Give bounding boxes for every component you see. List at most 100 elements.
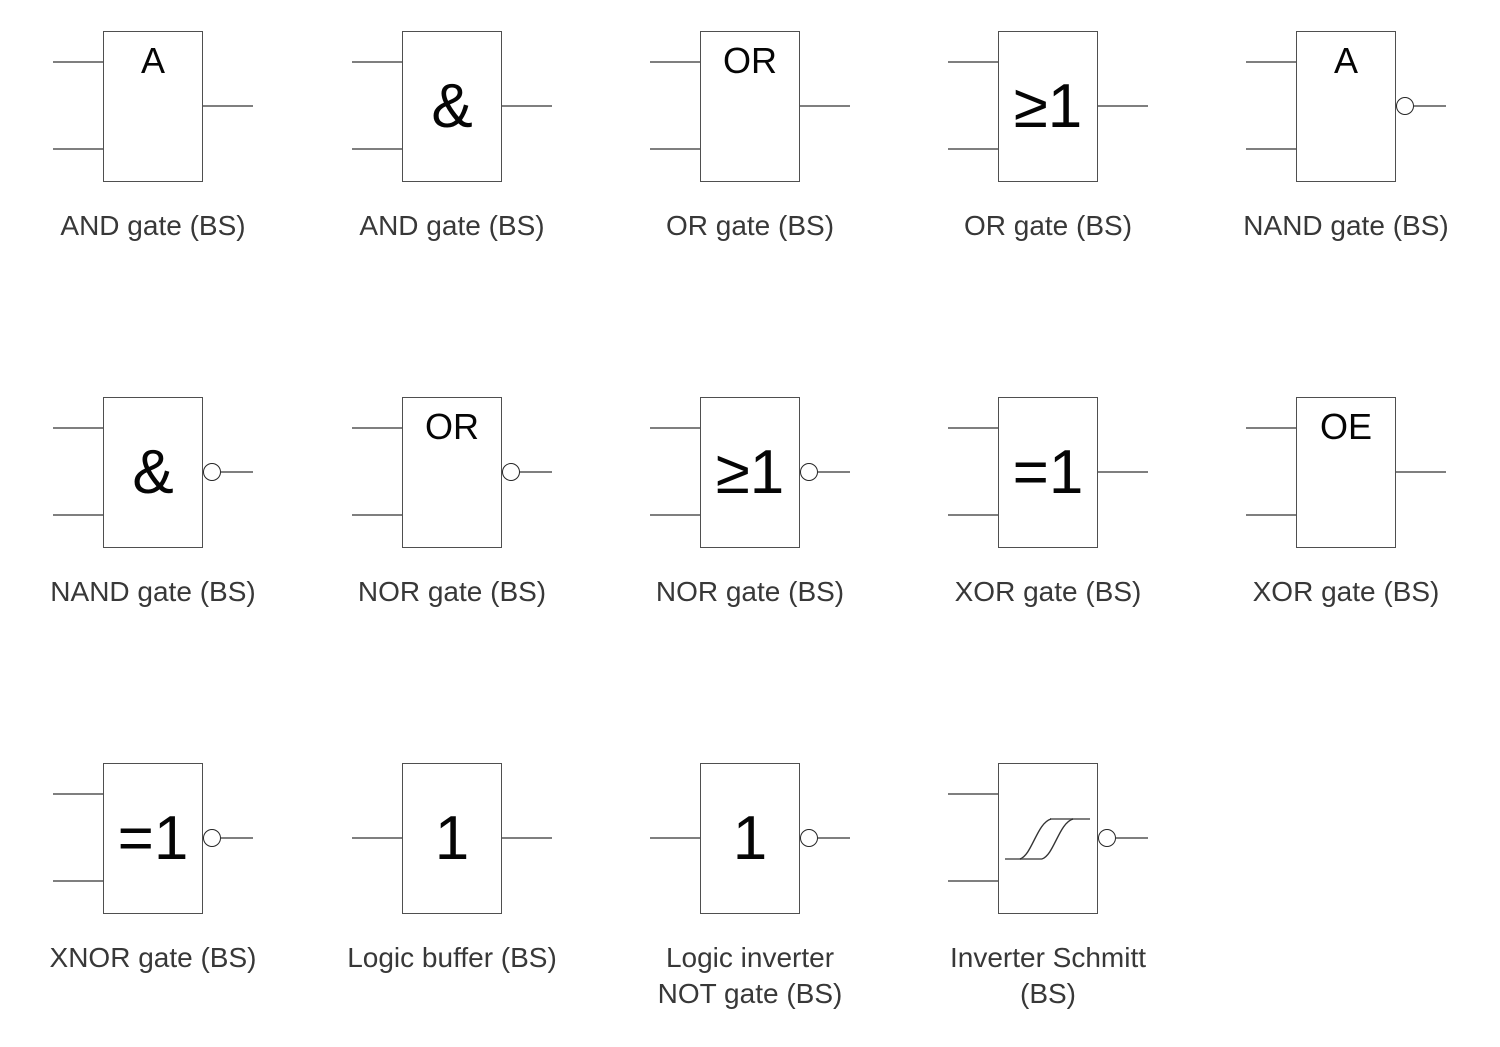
gate-symbol: 1 — [732, 804, 768, 873]
gate-label: NAND gate (BS) — [1243, 210, 1449, 241]
gate-symbol: & — [132, 438, 174, 507]
gate-symbol: A — [140, 40, 165, 81]
negation-bubble-icon — [1396, 97, 1414, 115]
input-lead-2 — [948, 148, 998, 150]
input-lead-1 — [352, 427, 402, 429]
gate-symbol: & — [431, 72, 473, 141]
gate-label-line1: Logic inverter — [665, 942, 835, 973]
gate-body — [402, 397, 502, 548]
gate-body — [402, 763, 502, 914]
output-lead — [818, 471, 850, 473]
output-lead — [520, 471, 552, 473]
gate-body — [998, 397, 1098, 548]
input-lead-1 — [948, 427, 998, 429]
gate-nor-bs-1[interactable]: OR NOR gate (BS) — [352, 397, 552, 647]
input-lead-2 — [948, 880, 998, 882]
output-lead — [800, 105, 850, 107]
gate-label: Logic buffer (BS) — [347, 942, 557, 973]
output-lead — [1414, 105, 1446, 107]
gate-xor-bs-2[interactable]: OE XOR gate (BS) — [1246, 397, 1446, 647]
gate-and-bs-2[interactable]: & AND gate (BS) — [352, 31, 552, 281]
input-lead-1 — [352, 61, 402, 63]
gate-logic-buffer-bs[interactable]: 1 Logic buffer (BS) — [347, 763, 557, 1013]
gate-label: Inverter Schmitt (BS) — [898, 940, 1198, 1012]
output-lead — [1098, 471, 1148, 473]
output-lead — [818, 837, 850, 839]
output-lead — [502, 837, 552, 839]
gate-body — [700, 397, 800, 548]
gate-label-line2: NOT gate (BS) — [657, 978, 843, 1009]
input-lead-2 — [352, 148, 402, 150]
gate-body — [1296, 397, 1396, 548]
input-lead-1 — [53, 61, 103, 63]
input-lead-1 — [53, 793, 103, 795]
gate-or-bs-2[interactable]: ≥1 OR gate (BS) — [948, 31, 1148, 281]
gate-label: NAND gate (BS) — [50, 576, 256, 607]
gate-body — [103, 397, 203, 548]
gate-nor-bs-2[interactable]: ≥1 NOR gate (BS) — [650, 397, 850, 647]
gate-logic-inverter-bs[interactable]: 1 Logic inverter NOT gate (BS) — [650, 763, 850, 1013]
output-lead — [502, 105, 552, 107]
gate-label: OR gate (BS) — [665, 210, 835, 241]
gate-symbol: OE — [1319, 406, 1372, 447]
input-lead-2 — [650, 514, 700, 516]
negation-bubble-icon — [800, 463, 818, 481]
input-lead-1 — [948, 793, 998, 795]
input-lead-1 — [650, 427, 700, 429]
output-lead — [203, 105, 253, 107]
input-lead-2 — [53, 514, 103, 516]
gate-body — [998, 763, 1098, 914]
gate-nand-bs-2[interactable]: & NAND gate (BS) — [50, 397, 256, 647]
input-lead-1 — [53, 427, 103, 429]
gate-nand-bs-1[interactable]: A NAND gate (BS) — [1243, 31, 1449, 281]
gate-symbol: A — [1333, 40, 1358, 81]
input-lead-2 — [1246, 148, 1296, 150]
gate-body — [998, 31, 1098, 182]
output-lead — [1116, 837, 1148, 839]
output-lead — [221, 471, 253, 473]
hysteresis-icon — [1005, 818, 1090, 860]
input-lead-1 — [650, 61, 700, 63]
gate-symbol: ≥1 — [715, 438, 785, 507]
negation-bubble-icon — [502, 463, 520, 481]
gate-body — [402, 31, 502, 182]
gate-xnor-bs[interactable]: =1 XNOR gate (BS) — [50, 763, 256, 1013]
input-lead-2 — [53, 148, 103, 150]
gate-label: XNOR gate (BS) — [49, 942, 257, 973]
gate-and-bs-1[interactable]: A AND gate (BS) — [53, 31, 253, 281]
gate-body — [700, 763, 800, 914]
input-lead-2 — [53, 880, 103, 882]
gate-xor-bs-1[interactable]: =1 XOR gate (BS) — [948, 397, 1148, 647]
gate-body — [1296, 31, 1396, 182]
input-lead-1 — [650, 837, 700, 839]
input-lead-2 — [650, 148, 700, 150]
negation-bubble-icon — [1098, 829, 1116, 847]
gate-label-line2: (BS) — [1020, 978, 1076, 1009]
gate-label: AND gate (BS) — [359, 210, 545, 241]
input-lead-1 — [352, 837, 402, 839]
gate-or-bs-1[interactable]: OR OR gate (BS) — [650, 31, 850, 281]
gate-body — [700, 31, 800, 182]
input-lead-1 — [948, 61, 998, 63]
output-lead — [221, 837, 253, 839]
gate-symbol: OR — [425, 406, 479, 447]
gate-label: NOR gate (BS) — [655, 576, 845, 607]
gate-body — [103, 31, 203, 182]
gate-inverter-schmitt-bs[interactable]: Inverter Schmitt (BS) — [948, 763, 1148, 1013]
gate-symbol: =1 — [117, 804, 189, 873]
negation-bubble-icon — [203, 463, 221, 481]
gate-symbol: ≥1 — [1013, 72, 1083, 141]
gate-label: XOR gate (BS) — [1252, 576, 1440, 607]
input-lead-2 — [352, 514, 402, 516]
output-lead — [1396, 471, 1446, 473]
negation-bubble-icon — [203, 829, 221, 847]
input-lead-1 — [1246, 61, 1296, 63]
gate-body — [103, 763, 203, 914]
gate-symbol: =1 — [1012, 438, 1084, 507]
gate-label-line1: Inverter Schmitt — [949, 942, 1147, 973]
gate-symbol: OR — [723, 40, 777, 81]
gate-label: NOR gate (BS) — [357, 576, 547, 607]
gate-symbol: 1 — [434, 804, 470, 873]
input-lead-1 — [1246, 427, 1296, 429]
